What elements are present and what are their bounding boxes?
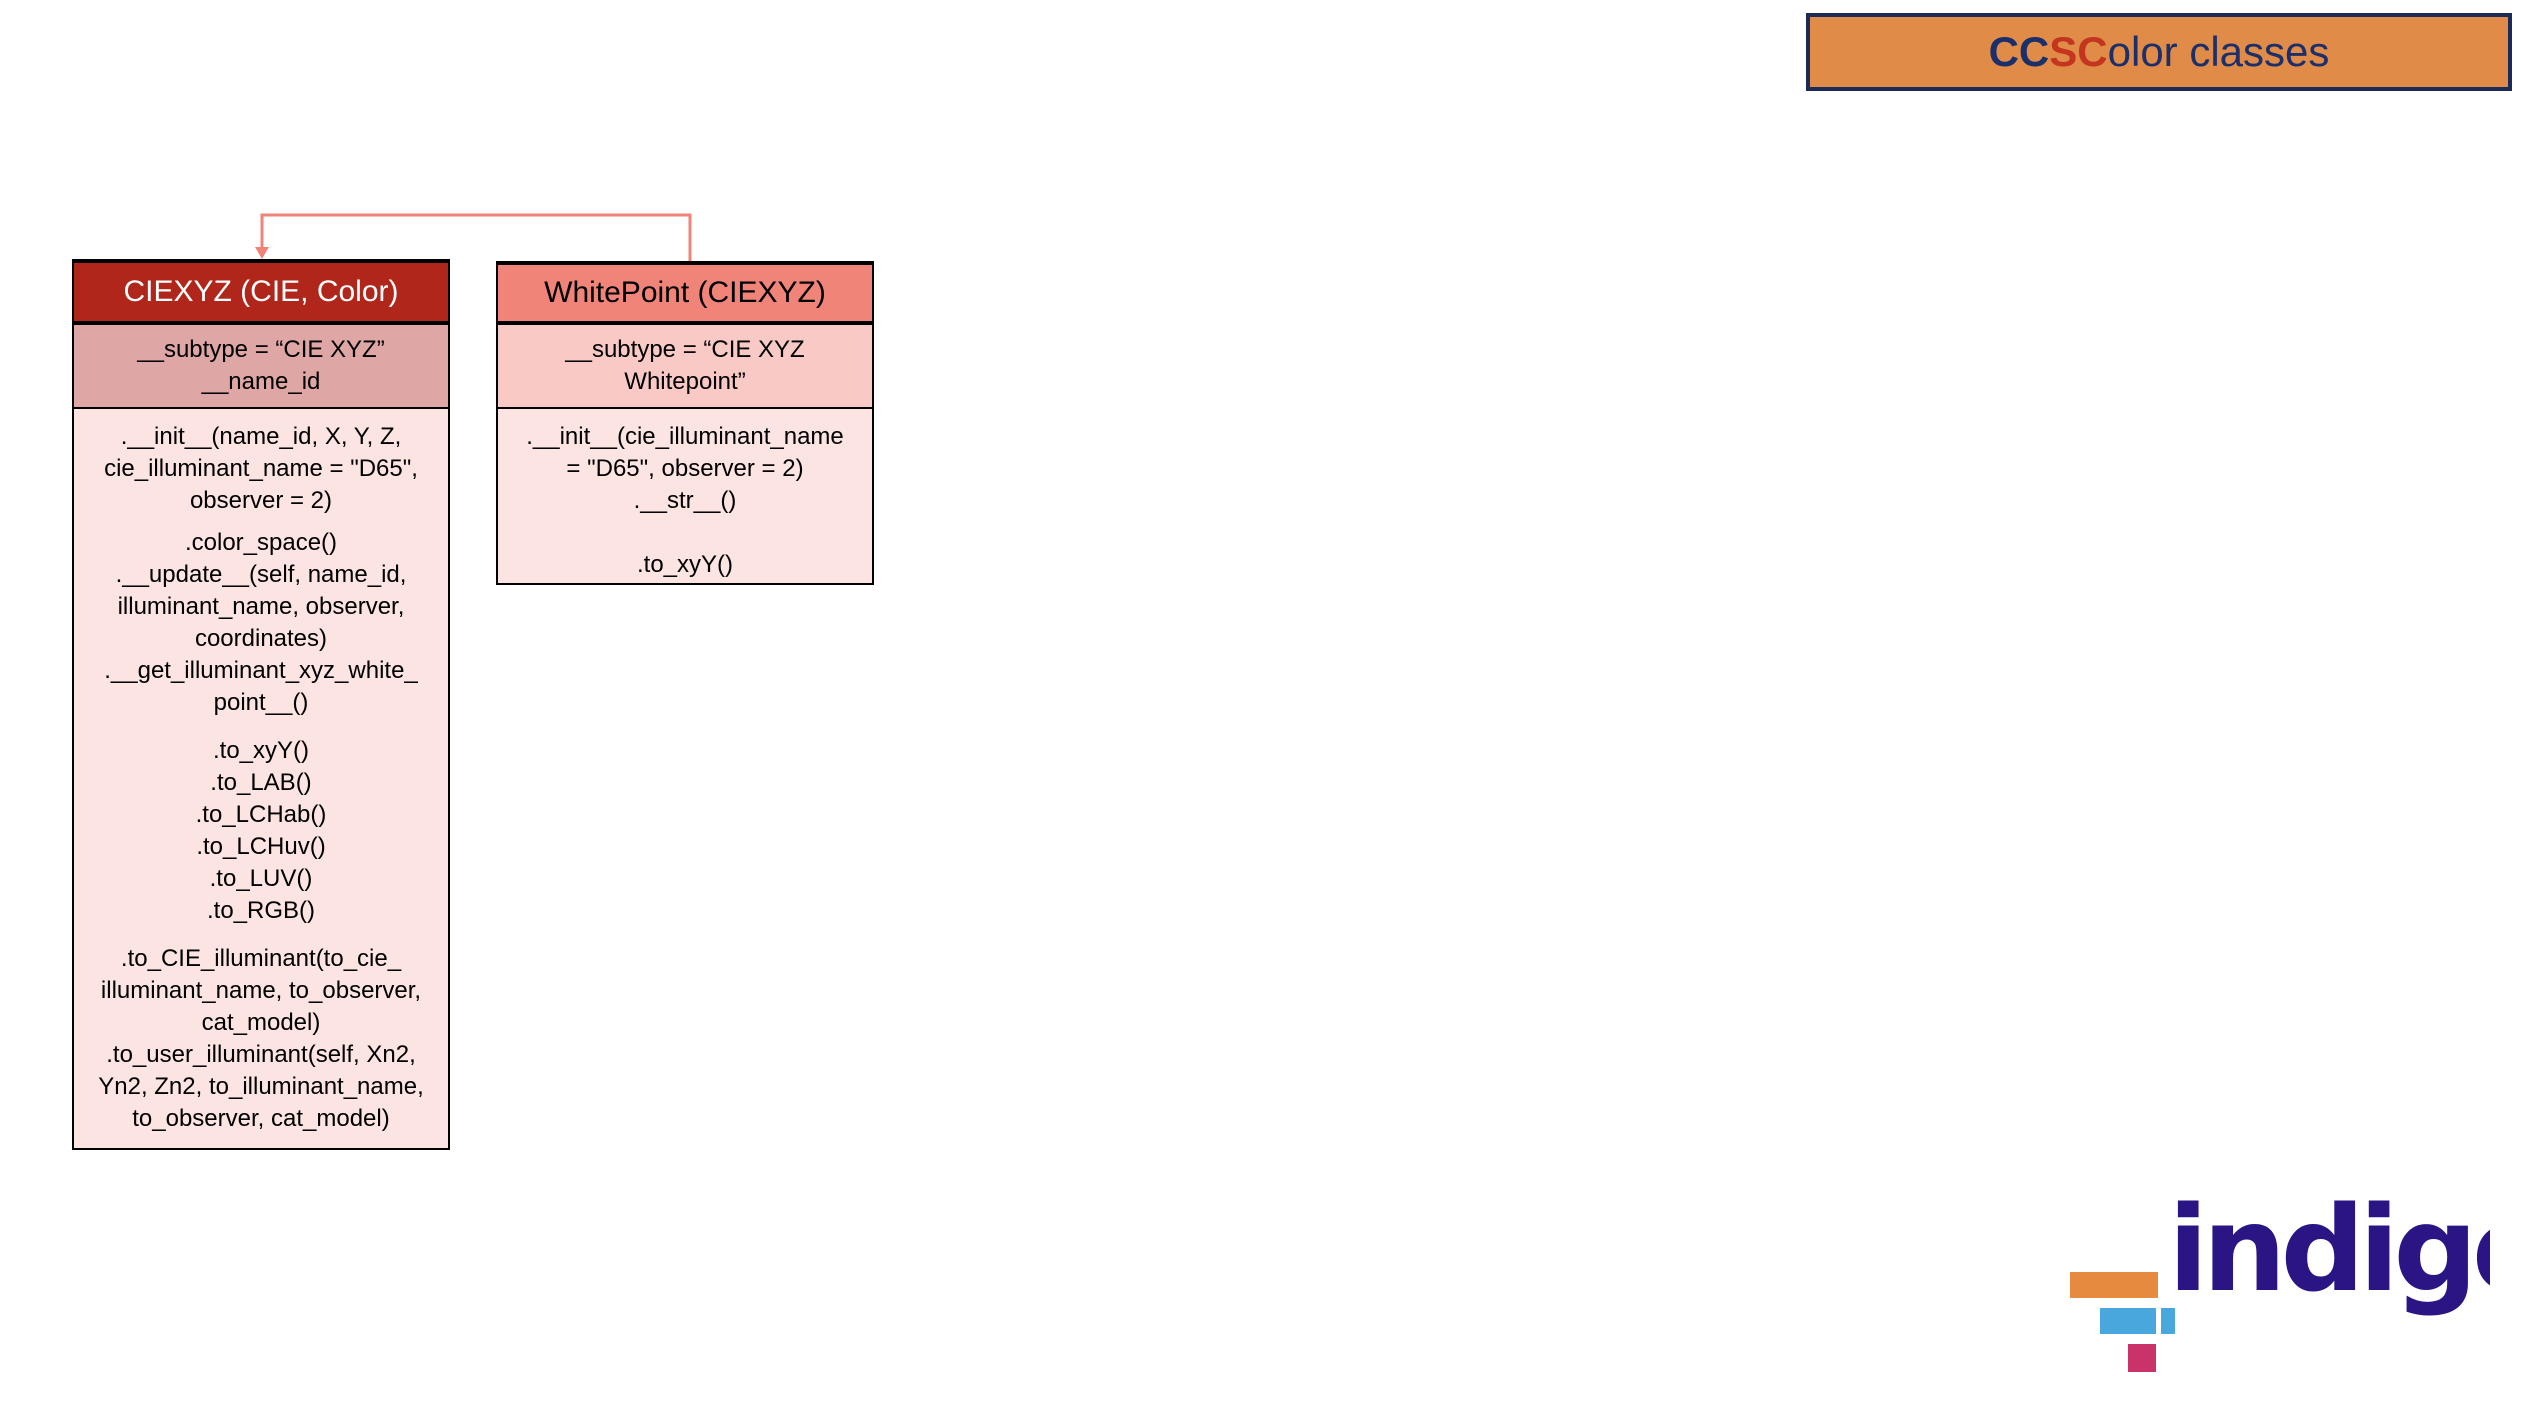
- indigo-logo: indigo: [2070, 1190, 2490, 1372]
- spacer: [498, 517, 872, 549]
- method-line: .to_RGB(): [206, 897, 316, 924]
- method-line: .__str__(): [633, 487, 737, 514]
- whitepoint-class-box: WhitePoint (CIEXYZ) __subtype = “CIE XYZ…: [496, 261, 874, 585]
- method-line: .to_CIE_illuminant(to_cie_: [120, 945, 402, 972]
- method-line: .to_LAB(): [210, 769, 312, 796]
- method-line: illuminant_name, observer,: [117, 593, 405, 620]
- logo-blue-bar: [2100, 1308, 2156, 1334]
- logo-blue-stub: [2161, 1308, 2175, 1334]
- ciexyz-methods: .__init__(name_id, X, Y, Z, cie_illumina…: [74, 421, 448, 1135]
- attribute-line: __subtype = “CIE XYZ: [565, 336, 805, 363]
- method-line: .to_xyY(): [212, 737, 310, 764]
- method-line: .to_user_illuminant(self, Xn2,: [106, 1041, 416, 1068]
- connector-line: [260, 213, 692, 261]
- method-line: coordinates): [194, 625, 328, 652]
- logo-wordmark: indigo: [2168, 1190, 2490, 1318]
- method-line: to_observer, cat_model): [132, 1105, 390, 1132]
- logo-pink-square: [2128, 1344, 2156, 1372]
- method-line: .to_LUV(): [209, 865, 313, 892]
- title-part-rest: olor classes: [2107, 28, 2330, 75]
- whitepoint-methods: .__init__(cie_illuminant_name = "D65", o…: [498, 421, 872, 581]
- method-group-conversions: .to_xyY() .to_LAB() .to_LCHab() .to_LCHu…: [74, 735, 448, 927]
- ciexyz-class-name: CIEXYZ (CIE, Color): [74, 263, 448, 325]
- ciexyz-attributes: __subtype = “CIE XYZ” __name_id: [74, 325, 448, 409]
- method-line: illuminant_name, to_observer,: [100, 977, 422, 1004]
- method-group-internal: .color_space() .__update__(self, name_id…: [74, 527, 448, 719]
- connector-arrowhead: [255, 247, 269, 259]
- attribute-line: __subtype = “CIE XYZ”: [137, 336, 385, 363]
- title-part-c: C: [2077, 28, 2108, 75]
- method-line: .to_LCHuv(): [196, 833, 326, 860]
- method-group-illuminant: .to_CIE_illuminant(to_cie_ illuminant_na…: [74, 943, 448, 1135]
- method-line: .color_space(): [184, 529, 338, 556]
- method-line: .to_LCHab(): [195, 801, 327, 828]
- whitepoint-class-name: WhitePoint (CIEXYZ): [498, 265, 872, 325]
- method-group-init: .__init__(name_id, X, Y, Z, cie_illumina…: [74, 421, 448, 517]
- method-line: .__get_illuminant_xyz_white_: [104, 657, 418, 684]
- ciexyz-class-box: CIEXYZ (CIE, Color) __subtype = “CIE XYZ…: [72, 259, 450, 1150]
- logo-orange-bar: [2070, 1272, 2158, 1298]
- method-group: .__init__(cie_illuminant_name = "D65", o…: [498, 421, 872, 581]
- whitepoint-attributes: __subtype = “CIE XYZ Whitepoint”: [498, 325, 872, 409]
- method-line: cat_model): [201, 1009, 321, 1036]
- attribute-line: __name_id: [201, 368, 321, 395]
- title-part-s: S: [2049, 28, 2078, 75]
- title-part-cc: CC: [1988, 28, 2050, 75]
- method-line: = "D65", observer = 2): [566, 455, 804, 482]
- method-line: .__init__(cie_illuminant_name: [526, 423, 844, 450]
- attribute-line: Whitepoint”: [624, 368, 746, 395]
- method-line: .__update__(self, name_id,: [115, 561, 407, 588]
- method-line: .to_xyY(): [636, 551, 734, 578]
- method-line: Yn2, Zn2, to_illuminant_name,: [98, 1073, 424, 1100]
- method-line: point__(): [213, 689, 309, 716]
- method-line: .__init__(name_id, X, Y, Z,: [120, 423, 402, 450]
- method-line: observer = 2): [189, 487, 333, 514]
- method-line: cie_illuminant_name = "D65",: [104, 455, 418, 482]
